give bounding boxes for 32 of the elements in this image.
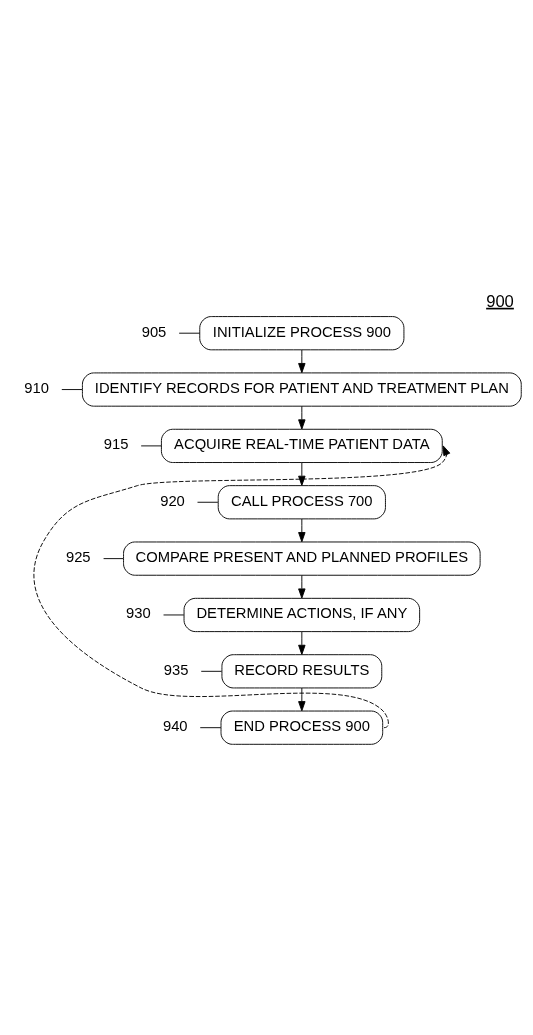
node-text: 930 [126,605,151,622]
connector [197,501,219,503]
diagram-title: 900 [486,291,514,311]
connector [178,332,201,334]
arrow [298,631,306,655]
node-text: 935 [163,661,189,678]
node-box: ACQUIRE REAL-TIME PATIENT DATA [160,428,443,463]
connector [103,558,124,560]
node-text: 915 [103,436,129,453]
arrow [298,349,306,374]
node-text: 925 [65,549,91,566]
node-text: 905 [141,323,167,340]
node-box: END PROCESS 900 [220,710,384,745]
node-text: 920 [160,492,185,509]
node-box: RECORD RESULTS [221,654,383,689]
connector [199,727,222,729]
node-box: IDENTIFY RECORDS FOR PATIENT AND TREATMENT PLAN [81,372,522,407]
node-text: 940 [162,718,188,735]
connector [140,445,162,447]
node-box: COMPARE PRESENT AND PLANNED PROFILES [123,541,481,576]
connector [61,389,83,390]
arrow [298,574,306,599]
arrow [298,405,306,430]
node-box: CALL PROCESS 700 [217,485,386,520]
arrow [298,518,306,543]
arrow [298,687,306,712]
connector [200,670,223,672]
arrow [33,445,451,729]
node-text: 910 [24,380,50,397]
node-box: DETERMINE ACTIONS, IF ANY [183,597,421,633]
node-box: INITIALIZE PROCESS 900 [199,316,405,351]
connector [163,614,185,616]
